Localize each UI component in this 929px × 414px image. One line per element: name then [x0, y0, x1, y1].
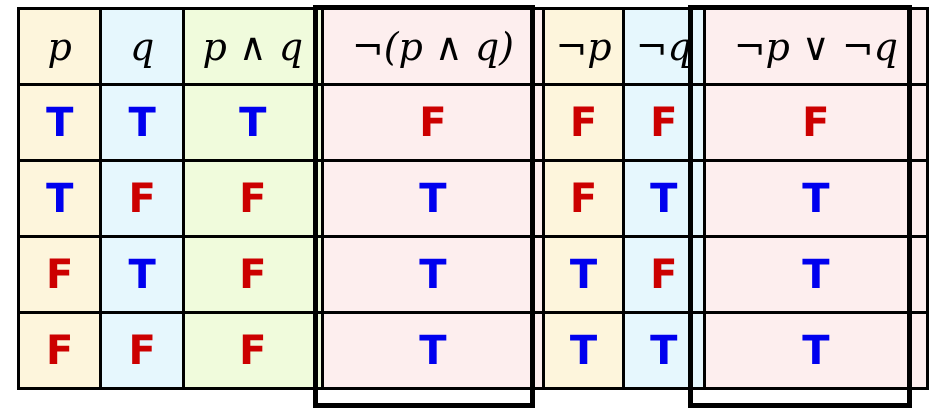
truth-value-cell: F — [99, 311, 185, 390]
truth-value-cell: T — [320, 159, 546, 238]
truth-value-cell: F — [16, 311, 103, 390]
truth-value-cell: F — [542, 159, 625, 238]
column-header: ¬p — [542, 7, 625, 86]
column-header: q — [99, 7, 185, 86]
truth-value-cell: T — [542, 235, 625, 314]
truth-value-cell: F — [702, 83, 929, 162]
truth-value-cell: F — [621, 235, 706, 314]
truth-value-cell: T — [320, 235, 546, 314]
truth-value-cell: F — [99, 159, 185, 238]
truth-value-cell: F — [621, 83, 706, 162]
truth-value-cell: T — [542, 311, 625, 390]
truth-value-cell: T — [320, 311, 546, 390]
truth-value-cell: T — [702, 159, 929, 238]
column-header: p — [16, 7, 103, 86]
column-header: ¬q — [621, 7, 706, 86]
truth-value-cell: F — [542, 83, 625, 162]
truth-value-cell: T — [702, 235, 929, 314]
truth-value-cell: T — [181, 83, 324, 162]
truth-value-cell: T — [99, 83, 185, 162]
truth-value-cell: T — [99, 235, 185, 314]
truth-value-cell: F — [181, 159, 324, 238]
truth-value-cell: F — [320, 83, 546, 162]
truth-value-cell: T — [702, 311, 929, 390]
column-header: ¬p ∨ ¬q — [702, 7, 929, 86]
truth-value-cell: T — [621, 311, 706, 390]
truth-value-cell: F — [181, 311, 324, 390]
truth-value-cell: F — [181, 235, 324, 314]
column-header: ¬(p ∧ q) — [320, 7, 546, 86]
truth-value-cell: T — [621, 159, 706, 238]
truth-value-cell: T — [16, 159, 103, 238]
truth-value-cell: F — [16, 235, 103, 314]
column-header: p ∧ q — [181, 7, 324, 86]
truth-value-cell: T — [16, 83, 103, 162]
